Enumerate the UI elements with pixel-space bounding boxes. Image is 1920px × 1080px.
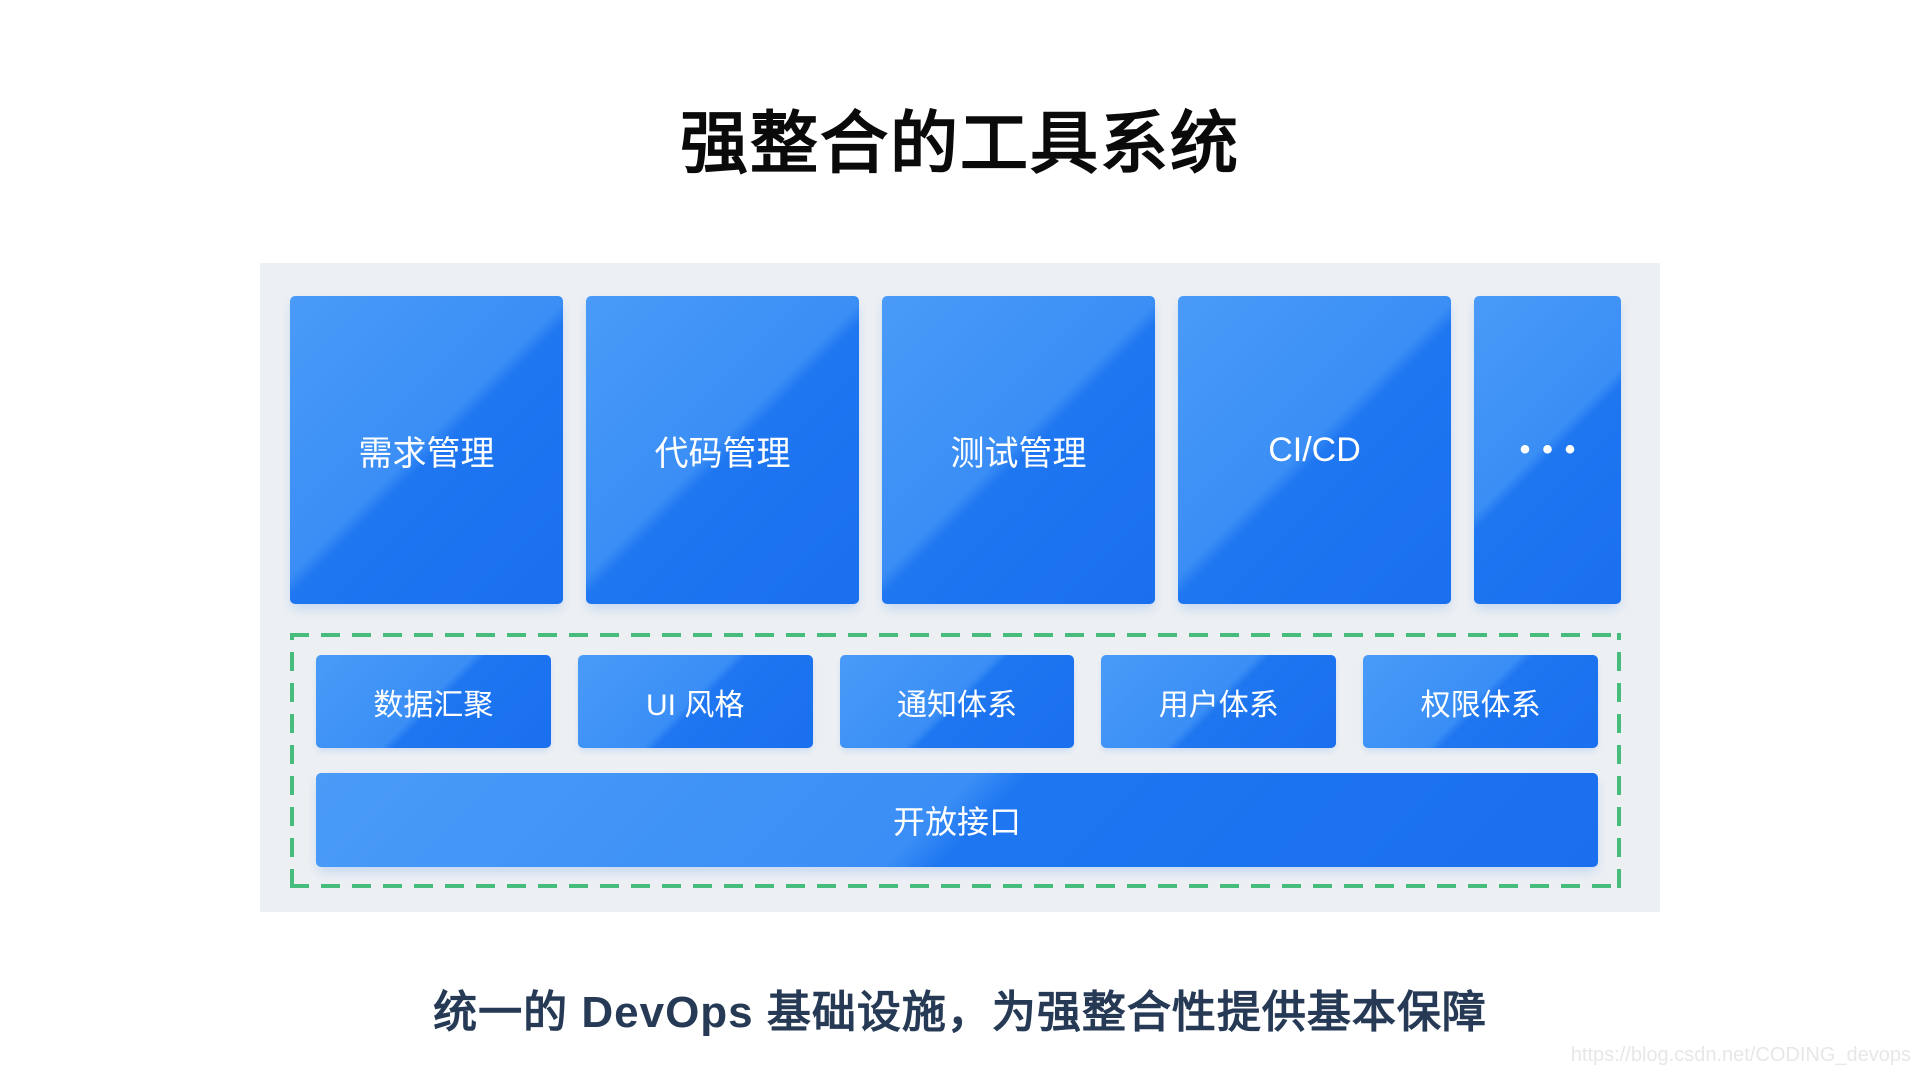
tool-box-code-management: 代码管理 — [586, 296, 859, 604]
service-box-label: 权限体系 — [1420, 688, 1541, 722]
service-box-ui-style: UI 风格 — [577, 655, 813, 748]
service-box-user-system: 用户体系 — [1101, 655, 1337, 748]
tool-box-cicd: CI/CD — [1178, 296, 1451, 604]
page-title: 强整合的工具系统 — [679, 106, 1240, 182]
infrastructure-zone: 数据汇聚 UI 风格 通知体系 用户体系 权限体系 开放接口 — [290, 633, 1621, 888]
footer-caption: 统一的 DevOps 基础设施，为强整合性提供基本保障 — [433, 988, 1487, 1037]
tool-box-more: ••• — [1474, 296, 1621, 604]
service-box-label: 通知体系 — [896, 688, 1017, 722]
ellipsis-icon: ••• — [1519, 433, 1588, 466]
tool-box-test-management: 测试管理 — [882, 296, 1155, 604]
tool-box-label: CI/CD — [1268, 430, 1361, 469]
open-api-bar-label: 开放接口 — [892, 804, 1021, 840]
service-box-notification-system: 通知体系 — [839, 655, 1075, 748]
tool-box-label: 需求管理 — [358, 434, 495, 473]
service-box-label: 用户体系 — [1158, 688, 1279, 722]
service-box-label: 数据汇聚 — [373, 688, 494, 722]
services-row: 数据汇聚 UI 风格 通知体系 用户体系 权限体系 — [316, 655, 1598, 748]
tools-row: 需求管理 代码管理 测试管理 CI/CD ••• — [290, 296, 1621, 604]
service-box-label: UI 风格 — [646, 688, 745, 722]
diagram-panel: 需求管理 代码管理 测试管理 CI/CD ••• 数据汇聚 UI 风格 — [260, 263, 1660, 912]
tool-box-requirements-management: 需求管理 — [290, 296, 563, 604]
tool-box-label: 代码管理 — [654, 434, 791, 473]
open-api-bar: 开放接口 — [316, 773, 1598, 867]
tool-box-label: 测试管理 — [950, 434, 1087, 473]
service-box-permission-system: 权限体系 — [1363, 655, 1598, 748]
watermark-url: https://blog.csdn.net/CODING_devops — [1570, 1044, 1911, 1066]
service-box-data-aggregation: 数据汇聚 — [316, 655, 551, 748]
